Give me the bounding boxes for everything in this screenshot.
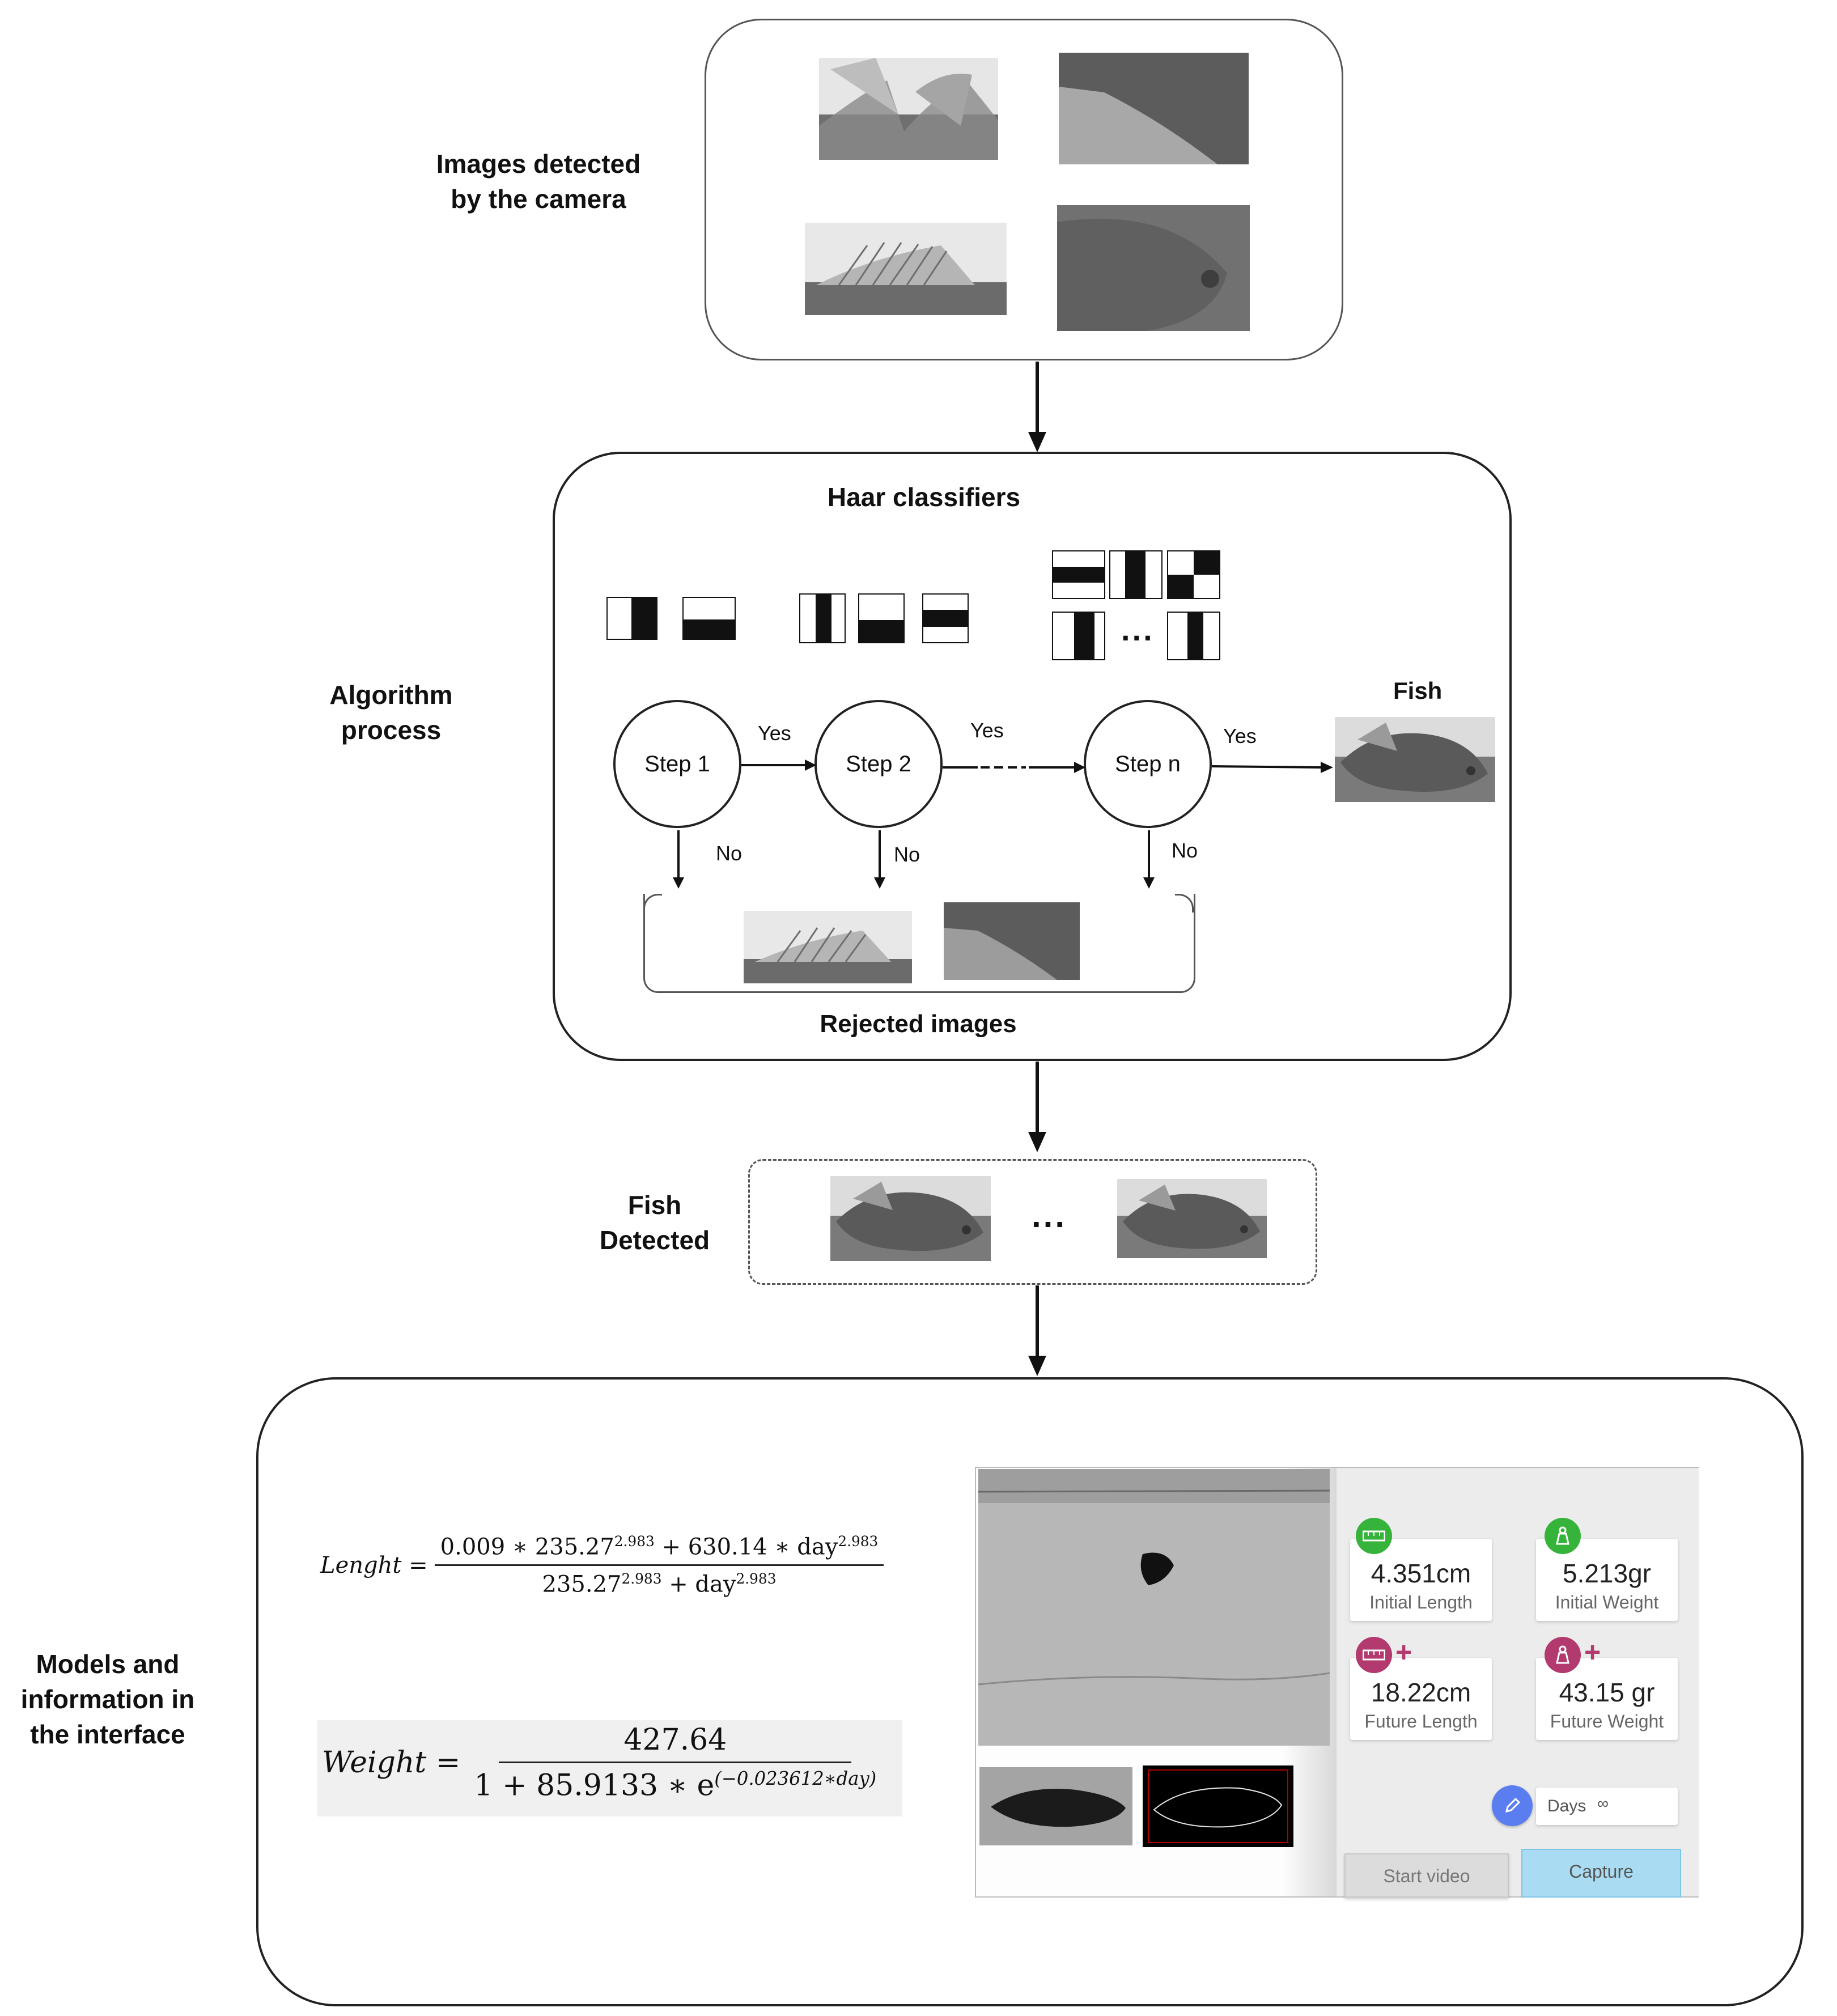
future-weight-card: 43.15 gr Future Weight — [1536, 1658, 1678, 1740]
ruler-icon — [1356, 1518, 1392, 1554]
models-info-label: Models and information in the interface — [20, 1649, 195, 1749]
arrow-down-1 — [1028, 362, 1046, 452]
initial-weight-label: Initial Weight — [1555, 1592, 1659, 1612]
algorithm-process-label: Algorithm process — [329, 680, 453, 745]
rejected-images-box — [643, 894, 1195, 993]
images-detected-label: Images detected by the camera — [436, 149, 641, 214]
future-ruler-icon — [1356, 1637, 1392, 1673]
future-length-card: 18.22cm Future Length — [1350, 1658, 1492, 1740]
future-length-value: 18.22cm — [1371, 1678, 1471, 1707]
future-weight-label: Future Weight — [1550, 1711, 1664, 1731]
weight-icon — [1545, 1518, 1581, 1554]
days-label: Days — [1547, 1797, 1586, 1815]
step-1-label: Step 1 — [644, 751, 710, 776]
haar-classifiers-title: Haar classifiers — [827, 482, 1021, 512]
no-label-2: No — [894, 843, 920, 866]
fish-output-label: Fish — [1393, 677, 1443, 704]
weight-lhs: Weight = — [322, 1746, 461, 1780]
future-weight-value: 43.15 gr — [1559, 1678, 1655, 1707]
fish-silhouette-thumb — [979, 1767, 1132, 1845]
rejected-box-right-corner — [1175, 894, 1194, 912]
fish-detected-label: Fish Detected — [599, 1190, 710, 1255]
initial-weight-card: 5.213gr Initial Weight — [1536, 1539, 1678, 1621]
days-field[interactable]: Days ∞ — [1536, 1788, 1678, 1825]
haar-features-group-2 — [799, 593, 969, 643]
length-formula: Lenght = 0.009 ∗ 235.272.983 + 630.14 ∗ … — [320, 1533, 884, 1598]
days-input-value[interactable]: ∞ — [1597, 1794, 1609, 1812]
fish-detected-ellipsis: ... — [1032, 1196, 1067, 1234]
haar-features-group-1 — [606, 597, 736, 640]
yes-label-1: Yes — [758, 721, 791, 745]
rejected-image-body — [944, 902, 1080, 980]
fish-detected-image-1 — [830, 1176, 991, 1261]
no-label-3: No — [1172, 839, 1198, 862]
haar-ellipsis: ... — [1121, 612, 1155, 647]
step-1-node: Step 1 — [613, 700, 741, 828]
fish-detected-box — [748, 1159, 1317, 1285]
camera-image-tail — [819, 58, 998, 160]
initial-length-label: Initial Length — [1369, 1592, 1473, 1612]
fish-contour-thumb — [1143, 1765, 1293, 1847]
start-video-button[interactable]: Start video — [1344, 1853, 1509, 1898]
initial-weight-value: 5.213gr — [1562, 1559, 1651, 1588]
app-interface: 4.351cm Initial Length 5.213gr Initial W… — [975, 1467, 1699, 1898]
future-length-plus-icon: + — [1395, 1636, 1412, 1668]
haar-features-group-3 — [1052, 550, 1220, 660]
camera-image-head — [1057, 205, 1250, 331]
yes-label-2: Yes — [970, 719, 1004, 742]
rejected-images-title: Rejected images — [820, 1010, 1017, 1038]
weight-formula-bg — [317, 1720, 902, 1816]
edit-pencil-icon[interactable] — [1492, 1785, 1533, 1826]
arrow-down-2 — [1028, 1062, 1046, 1152]
weight-formula: Weight = 427.64 1 + 85.9133 ∗ e(−0.02361… — [322, 1723, 877, 1803]
future-weight-plus-icon: + — [1584, 1636, 1601, 1668]
fish-detected-image-2 — [1117, 1179, 1267, 1258]
camera-image-body — [1059, 53, 1249, 164]
step-n-node: Step n — [1084, 700, 1212, 828]
step-n-label: Step n — [1115, 751, 1181, 776]
rejected-image-fin — [744, 911, 912, 983]
step-2-node: Step 2 — [814, 700, 943, 828]
initial-length-value: 4.351cm — [1371, 1559, 1471, 1588]
future-weight-icon — [1545, 1637, 1581, 1673]
yes-label-3: Yes — [1223, 724, 1257, 748]
rejected-box-left-corner — [643, 894, 662, 912]
step-2-label: Step 2 — [846, 751, 911, 776]
arrow-down-3 — [1028, 1285, 1046, 1376]
no-label-1: No — [716, 842, 743, 865]
camera-image-fin — [805, 223, 1007, 315]
fish-output-image — [1335, 717, 1495, 802]
length-lhs: Lenght = — [320, 1552, 428, 1578]
video-feed — [978, 1469, 1330, 1746]
capture-button[interactable]: Capture — [1521, 1849, 1681, 1898]
future-length-label: Future Length — [1364, 1711, 1478, 1731]
